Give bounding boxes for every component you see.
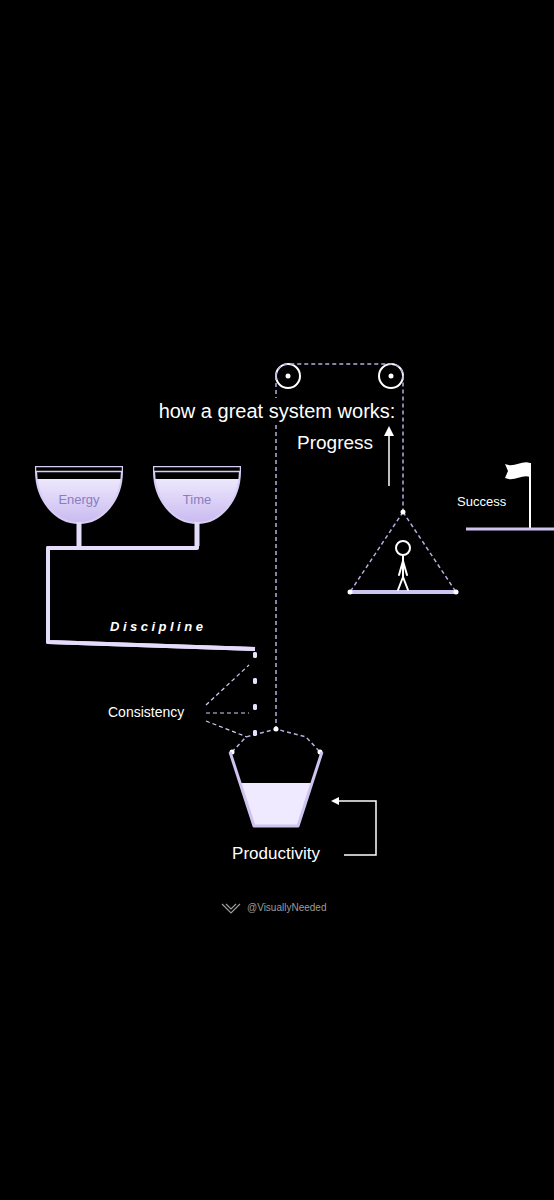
callout-label: Consistency [108,704,184,720]
bowl-rim [36,471,122,523]
drops [253,654,257,752]
platform-rope [350,512,456,592]
platform-dot [348,590,353,595]
node-label: Productivity [204,844,348,864]
edge-label: Discipline [108,619,208,634]
progress-arrow [388,434,390,486]
resource-bowl: Energy [35,466,123,546]
pulley-axle [389,374,394,379]
flow-pipe [48,546,255,752]
cup-wall [230,752,322,826]
bracket-arrow [338,801,376,855]
bowl-lip [36,467,123,472]
arrow-head [384,426,394,436]
watermark-logo [222,904,240,913]
pulley-axle [286,374,291,379]
cup-harness [232,729,320,752]
bowl-liquid [36,471,122,523]
ground-line [466,528,554,531]
pulley-rope [275,376,277,729]
watermark: @VisuallyNeeded [247,902,326,913]
productivity-cup: Productivity [204,728,348,870]
pipe [48,546,255,649]
arrow-head [331,797,339,805]
flow-pipe [48,546,255,752]
title-row: how a great system works: [0,398,554,425]
pipe [48,546,255,649]
progress-label: Progress [297,432,373,454]
bowl-rim [154,471,240,523]
goal-label: Success [457,494,506,509]
diagram-title: how a great system works: [153,398,402,425]
resource-label: Energy [35,492,123,508]
bowl-stem [195,522,200,546]
cup-outline [228,728,324,828]
platform-bar [350,590,456,594]
leader-line [206,665,249,737]
resource-label: Time [153,492,241,508]
platform-dot [401,510,406,515]
harness-dot [274,727,279,732]
bowl-stem [77,522,82,546]
resource-bowl: Time [153,466,241,546]
bowl-lip [154,467,241,472]
pulley-rope [276,364,403,512]
drops [253,654,257,752]
stick-figure [396,541,410,590]
pulley-wheel [379,364,403,388]
bowl-liquid [154,471,240,523]
flag [505,462,530,479]
platform-dot [454,590,459,595]
